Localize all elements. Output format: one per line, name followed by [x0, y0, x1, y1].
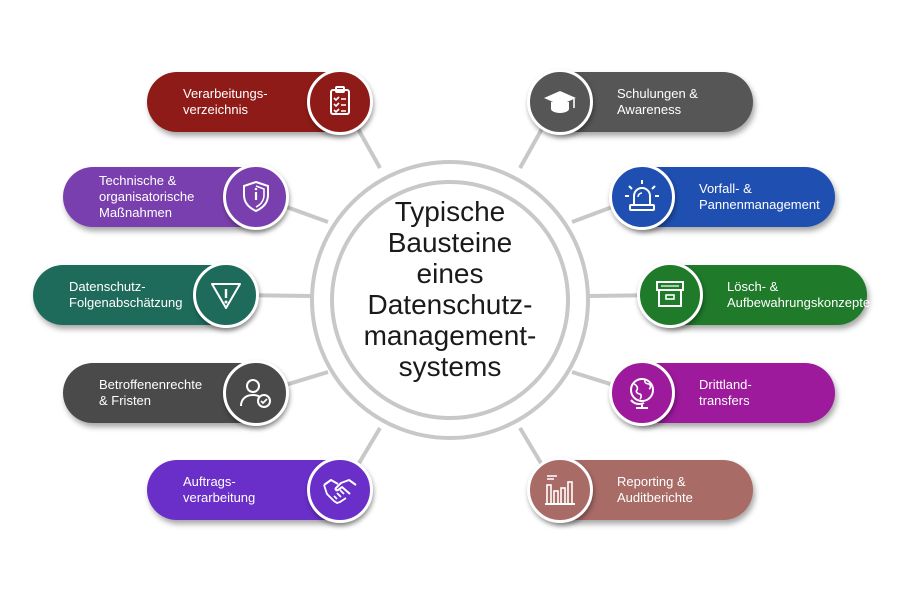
- building-block-label: Vorfall- & Pannenmanagement: [699, 181, 820, 212]
- building-block-pill: Auftrags- verarbeitung: [147, 457, 373, 523]
- building-block-pill: Vorfall- & Pannenmanagement: [609, 164, 835, 230]
- building-block-label: Reporting & Auditberichte: [617, 474, 693, 505]
- outer-ring: [310, 160, 590, 440]
- building-block-label: Technische & organisatorische Maßnahmen: [99, 173, 195, 220]
- building-block-label: Drittland- transfers: [699, 377, 752, 408]
- building-block-pill: Lösch- & Aufbewahrungskonzepte: [637, 262, 871, 328]
- center-title-line: Typische: [394, 196, 506, 227]
- shield-icon: [223, 164, 289, 230]
- center-title-line: systems: [398, 351, 502, 382]
- building-block-label: Schulungen & Awareness: [617, 86, 698, 117]
- building-block-pill: Drittland- transfers: [609, 360, 835, 426]
- globe-icon: [609, 360, 675, 426]
- handshake-icon: [307, 457, 373, 523]
- building-block-label: Lösch- & Aufbewahrungskonzepte: [727, 279, 871, 310]
- graduation-cap-icon: [527, 69, 593, 135]
- bar-chart-icon: [527, 457, 593, 523]
- building-block-label: Betroffenenrechte & Fristen: [99, 377, 203, 408]
- warning-triangle-icon: [193, 262, 259, 328]
- clipboard-checklist-icon: [307, 69, 373, 135]
- building-block-pill: Verarbeitungs- verzeichnis: [147, 69, 373, 135]
- building-block-pill: Technische & organisatorische Maßnahmen: [63, 164, 289, 230]
- center-title-line: Bausteine: [387, 227, 513, 258]
- building-block-pill: Schulungen & Awareness: [527, 69, 753, 135]
- center-title-line: eines: [416, 258, 484, 289]
- building-block-label: Auftrags- verarbeitung: [183, 474, 256, 505]
- center-title-line: Datenschutz-: [367, 289, 533, 320]
- user-check-icon: [223, 360, 289, 426]
- center-title-line: management-: [363, 320, 537, 351]
- building-block-pill: Reporting & Auditberichte: [527, 457, 753, 523]
- building-block-label: Datenschutz- Folgenabschätzung: [69, 279, 183, 310]
- building-block-pill: Betroffenenrechte & Fristen: [63, 360, 289, 426]
- alarm-light-icon: [609, 164, 675, 230]
- archive-box-icon: [637, 262, 703, 328]
- building-block-pill: Datenschutz- Folgenabschätzung: [33, 262, 259, 328]
- center-title: Typische Bausteine eines Datenschutz- ma…: [345, 196, 555, 382]
- building-block-label: Verarbeitungs- verzeichnis: [183, 86, 268, 117]
- center-circle: [330, 180, 570, 420]
